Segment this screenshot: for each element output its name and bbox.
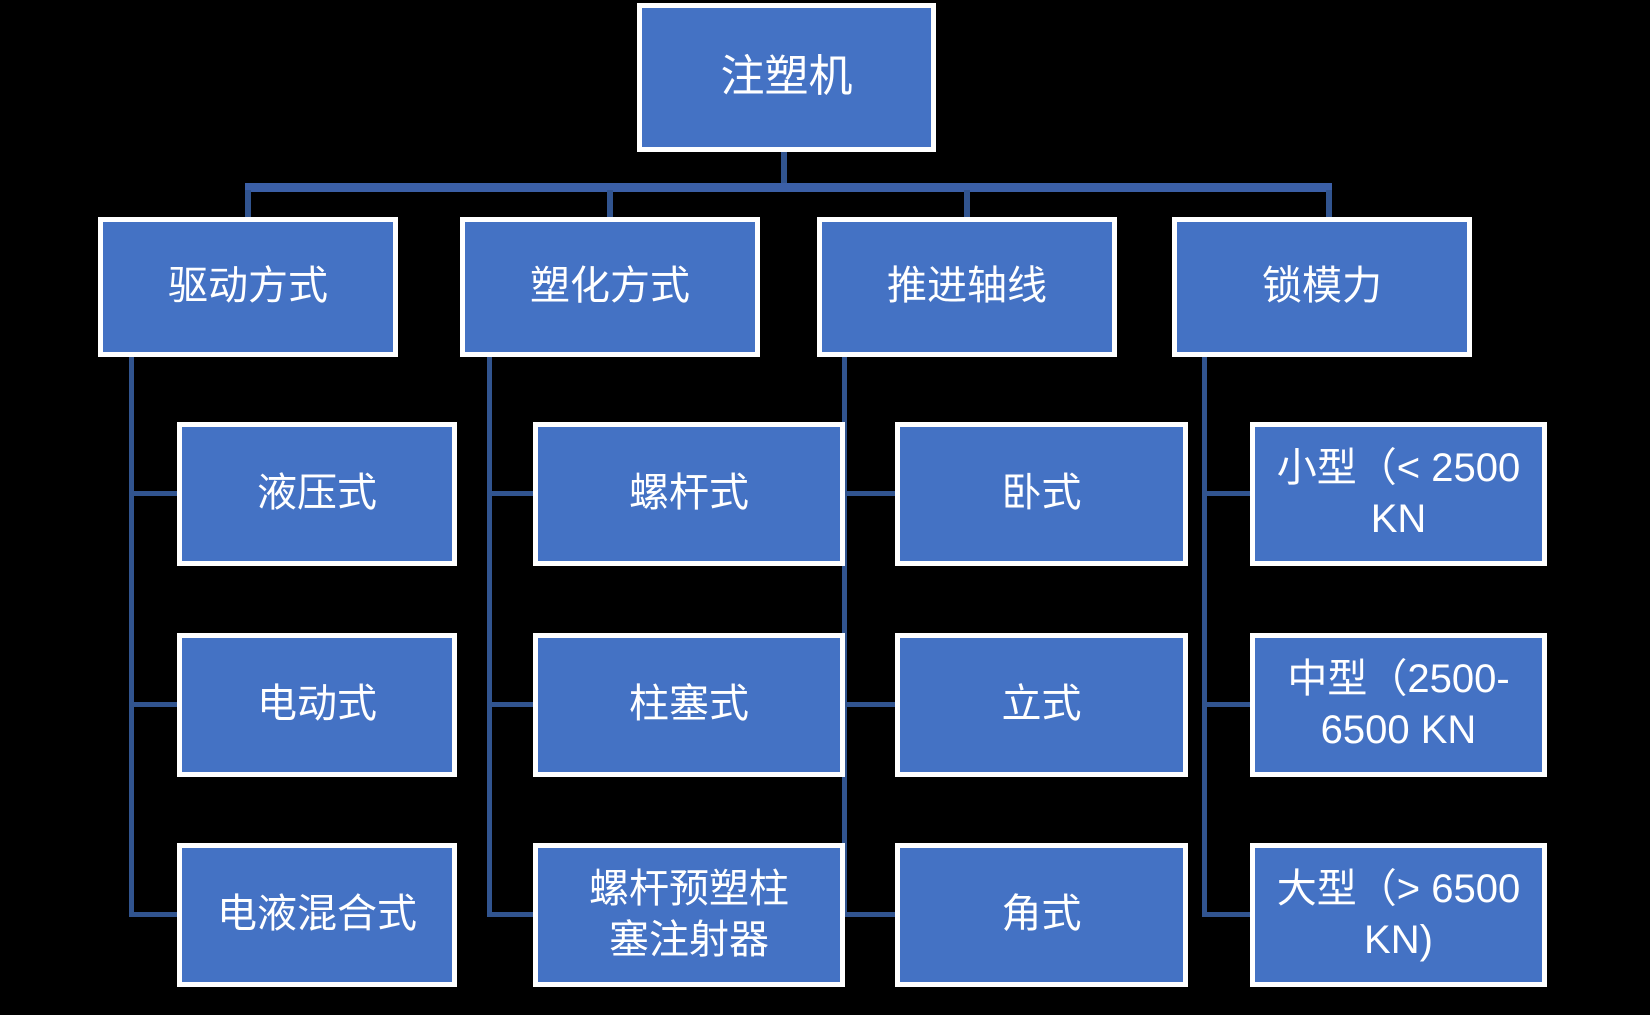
node-child-screw-preplasticizing-plunger-label: 螺杆预塑柱 塞注射器 [589,866,789,962]
connector-stub-4a [1202,491,1254,496]
node-child-horizontal-type[interactable]: 卧式 [895,422,1188,566]
node-child-plunger-type-label: 柱塞式 [629,682,749,727]
connector-hang-line-2 [487,357,492,917]
connector-stub-1b [129,702,181,707]
connector-stub-2b [487,702,537,707]
connector-root-stub [781,150,787,184]
node-child-screw-preplasticizing-plunger[interactable]: 螺杆预塑柱 塞注射器 [533,843,845,987]
connector-hang-line-1 [129,357,134,917]
node-child-hydraulic-label: 液压式 [257,471,377,516]
node-branch-drive-mode[interactable]: 驱动方式 [98,217,398,357]
connector-stub-3c [842,912,899,917]
node-child-angle-type[interactable]: 角式 [895,843,1188,987]
node-root-label: 注塑机 [720,52,853,102]
node-child-medium-clamping-label: 中型（2500- 6500 KN [1287,656,1510,752]
node-branch-plasticizing-mode[interactable]: 塑化方式 [460,217,760,357]
node-root[interactable]: 注塑机 [637,3,936,152]
node-child-large-clamping-label: 大型（> 6500 KN) [1276,866,1521,962]
node-child-small-clamping-label: 小型（< 2500 KN [1276,445,1521,541]
connector-stub-4c [1202,912,1254,917]
connector-stub-3b [842,702,899,707]
node-child-angle-type-label: 角式 [1001,892,1082,937]
connector-bus [245,183,1332,192]
node-child-screw-type[interactable]: 螺杆式 [533,422,845,566]
connector-bus-stub-3 [964,190,970,218]
connector-stub-2a [487,491,537,496]
node-branch-injection-axis-label: 推进轴线 [887,264,1047,309]
connector-stub-2c [487,912,537,917]
node-child-horizontal-type-label: 卧式 [1001,471,1082,516]
connector-bus-stub-1 [245,190,251,218]
node-child-screw-type-label: 螺杆式 [629,471,749,516]
node-child-vertical-type[interactable]: 立式 [895,633,1188,777]
connector-stub-3a [842,491,899,496]
node-child-small-clamping[interactable]: 小型（< 2500 KN [1250,422,1547,566]
connector-hang-line-4 [1202,357,1207,917]
node-child-hydraulic[interactable]: 液压式 [177,422,457,566]
node-child-electric-label: 电动式 [257,682,377,727]
node-branch-injection-axis[interactable]: 推进轴线 [817,217,1117,357]
connector-stub-4b [1202,702,1254,707]
node-child-plunger-type[interactable]: 柱塞式 [533,633,845,777]
node-branch-plasticizing-mode-label: 塑化方式 [530,264,690,309]
connector-stub-1a [129,491,181,496]
node-branch-drive-mode-label: 驱动方式 [168,264,328,309]
node-child-vertical-type-label: 立式 [1001,682,1082,727]
connector-bus-stub-2 [607,190,613,218]
node-branch-clamping-force-label: 锁模力 [1262,264,1382,309]
node-child-electric[interactable]: 电动式 [177,633,457,777]
connector-stub-1c [129,912,181,917]
node-child-medium-clamping[interactable]: 中型（2500- 6500 KN [1250,633,1547,777]
node-child-electro-hydraulic-hybrid-label: 电液混合式 [217,892,417,937]
node-branch-clamping-force[interactable]: 锁模力 [1172,217,1472,357]
node-child-large-clamping[interactable]: 大型（> 6500 KN) [1250,843,1547,987]
node-child-electro-hydraulic-hybrid[interactable]: 电液混合式 [177,843,457,987]
connector-bus-stub-4 [1326,190,1332,218]
